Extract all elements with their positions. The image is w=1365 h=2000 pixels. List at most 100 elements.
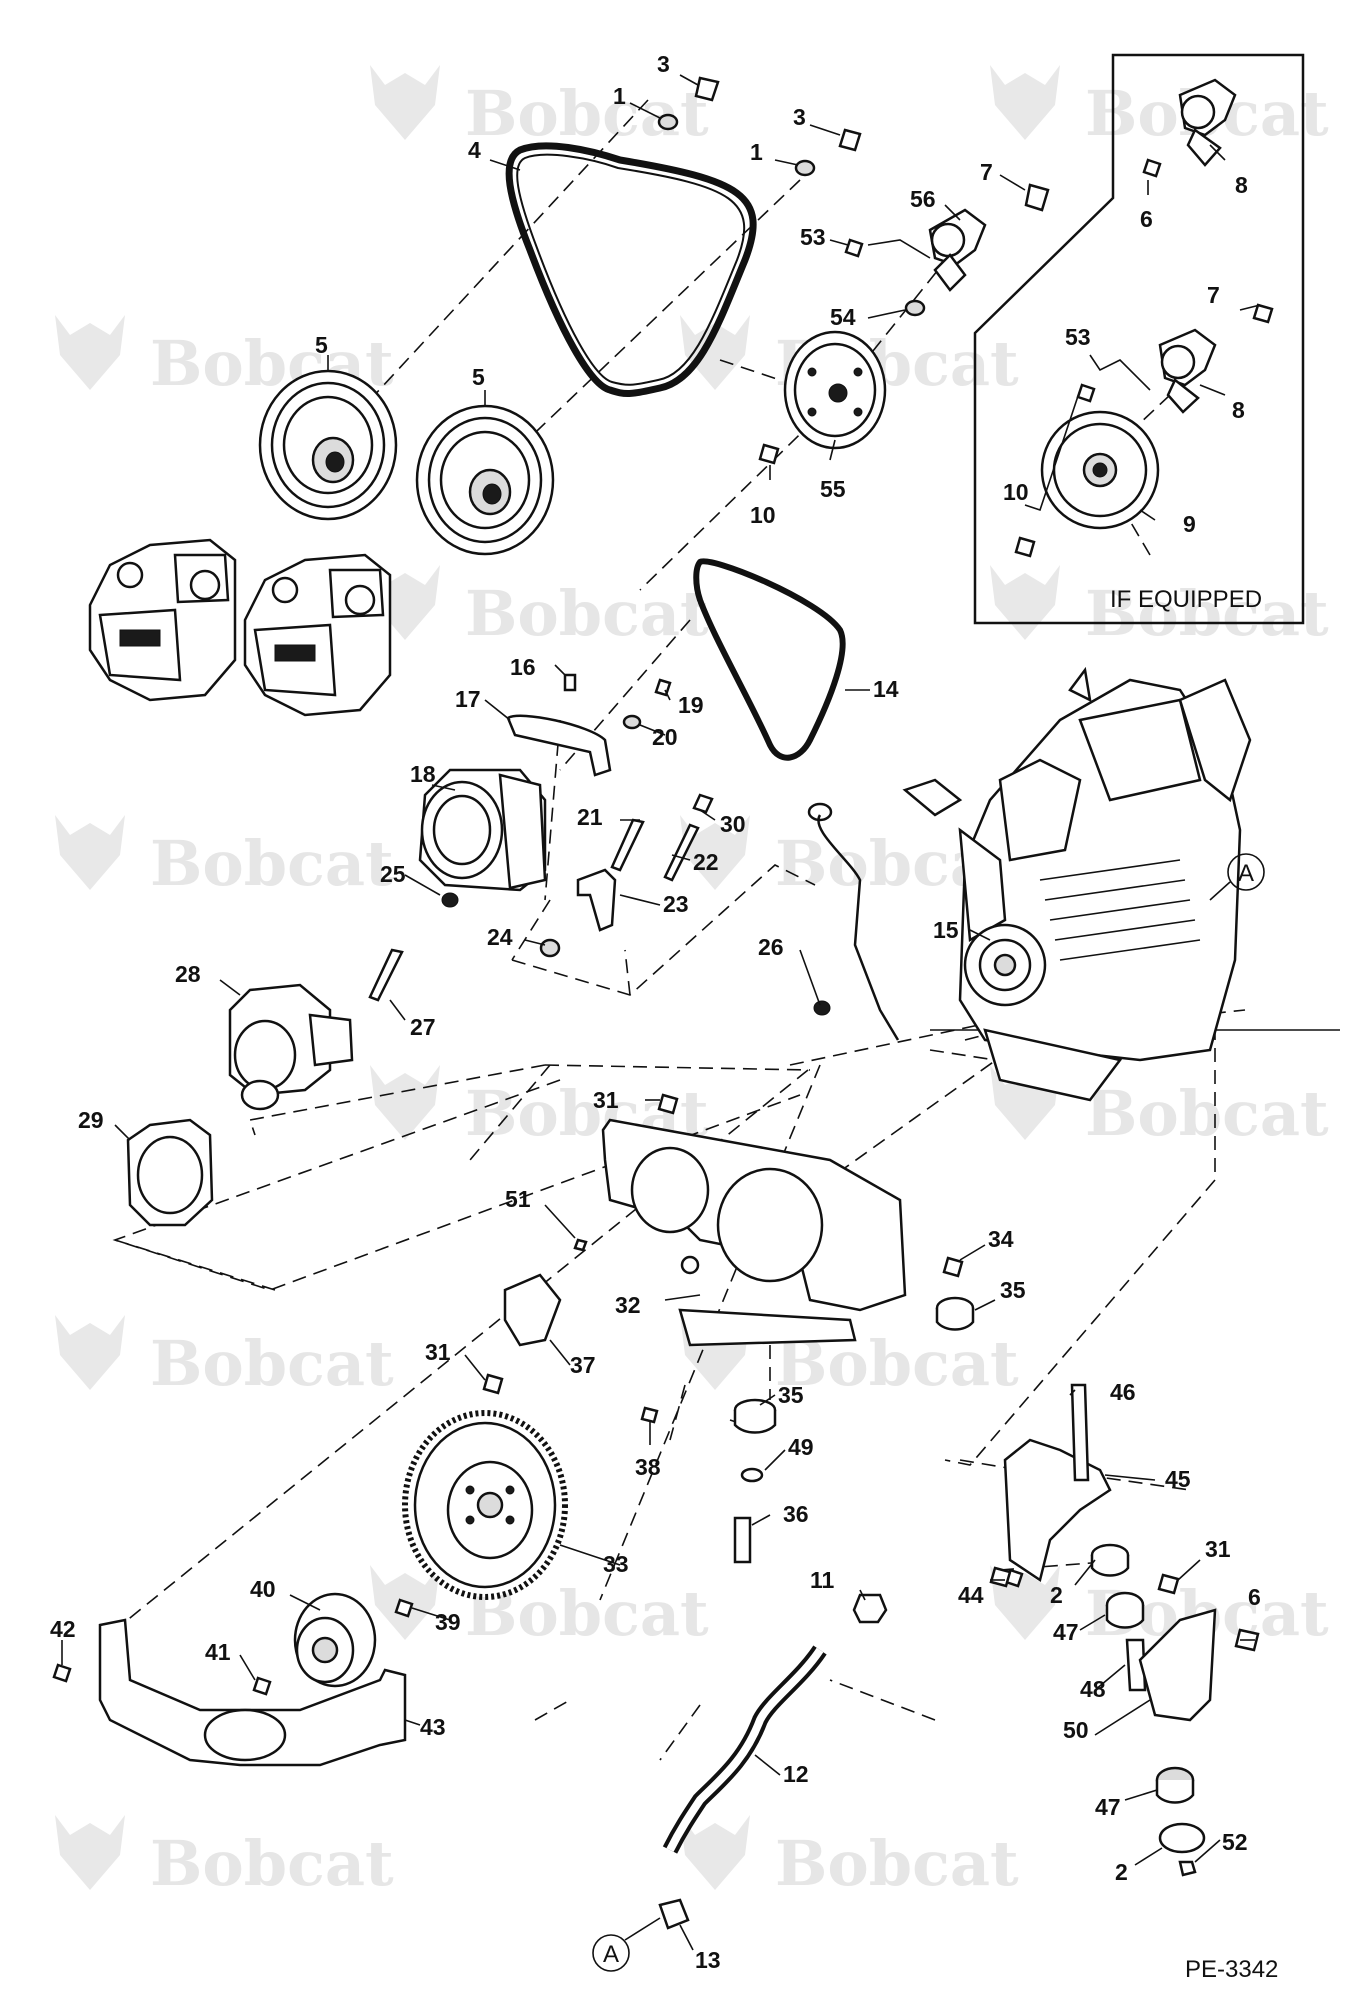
callout-7: 7 [1207, 282, 1220, 308]
reference-marker-a-top [1227, 853, 1265, 891]
callout-44: 44 [958, 1582, 984, 1608]
idler-pulley-9 [1040, 410, 1160, 530]
callout-1: 1 [613, 83, 626, 109]
hose-clamp-13 [658, 1898, 690, 1930]
callout-21: 21 [577, 804, 603, 830]
callout-39: 39 [435, 1609, 461, 1635]
callout-12: 12 [783, 1761, 809, 1787]
callout-54: 54 [830, 304, 856, 330]
fasteners-plate [482, 1093, 964, 1564]
callout-22: 22 [693, 849, 719, 875]
callout-36: 36 [783, 1501, 809, 1527]
callout-30: 30 [720, 811, 746, 837]
hose-nut-11 [852, 1593, 888, 1624]
coupler-40 [293, 1592, 377, 1688]
callout-23: 23 [663, 891, 689, 917]
callout-53: 53 [800, 224, 826, 250]
callout-2: 2 [1115, 1859, 1128, 1885]
mount-35a [935, 1296, 975, 1331]
callout-45: 45 [1165, 1466, 1191, 1492]
callout-31: 31 [425, 1339, 451, 1365]
callout-16: 16 [510, 654, 536, 680]
callout-34: 34 [988, 1226, 1014, 1252]
washer-49 [740, 1467, 764, 1483]
pulley-left [258, 369, 398, 521]
callout-51: 51 [505, 1186, 531, 1212]
callout-8: 8 [1235, 172, 1248, 198]
callout-11: 11 [810, 1567, 835, 1593]
fasteners-alternator [441, 673, 831, 1016]
mount-bolt-44 [989, 1566, 1012, 1588]
pulley-right [415, 404, 555, 556]
leader-lines [61, 74, 1261, 1951]
tensioner-8-bottom [1158, 328, 1217, 414]
callout-41: 41 [205, 1639, 231, 1665]
callout-19: 19 [678, 692, 704, 718]
callout-33: 33 [603, 1551, 629, 1577]
callout-31: 31 [1205, 1536, 1231, 1562]
drive-belt-14 [693, 558, 846, 761]
watermark-text: Bobcat [465, 577, 709, 650]
isolator-stack [1090, 1543, 1260, 1877]
callout-55: 55 [820, 476, 846, 502]
diagram-code: PE-3342 [1185, 1956, 1278, 1983]
callout-43: 43 [420, 1714, 446, 1740]
watermark-text: Bobcat [150, 827, 394, 900]
engine-plate-32 [601, 1118, 907, 1347]
callout-10: 10 [750, 502, 776, 528]
if-equipped-label: IF EQUIPPED [1110, 586, 1262, 613]
callout-10: 10 [1003, 479, 1029, 505]
reference-marker-a-bottom [592, 1934, 630, 1972]
callout-27: 27 [410, 1014, 436, 1040]
watermark-text: Bobcat [1085, 577, 1329, 650]
callout-24: 24 [487, 924, 513, 950]
callout-3: 3 [793, 104, 806, 130]
callout-48: 48 [1080, 1676, 1106, 1702]
callout-40: 40 [250, 1576, 276, 1602]
hydraulic-pump-left [88, 538, 237, 702]
if-equipped-frame [973, 53, 1305, 625]
callout-1: 1 [750, 139, 763, 165]
callout-38: 38 [635, 1454, 661, 1480]
callout-4: 4 [468, 137, 481, 163]
callout-28: 28 [175, 961, 201, 987]
callout-46: 46 [1110, 1379, 1136, 1405]
callout-53: 53 [1065, 324, 1091, 350]
callout-29: 29 [78, 1107, 104, 1133]
callout-49: 49 [788, 1434, 814, 1460]
tensioner-56 [928, 208, 987, 292]
callout-2: 2 [1050, 1582, 1063, 1608]
engine-plate-bracket-37 [503, 1273, 562, 1347]
callout-13: 13 [695, 1947, 721, 1973]
callout-5: 5 [472, 364, 485, 390]
starter-spacer-29 [126, 1118, 214, 1227]
flywheel-33 [402, 1410, 568, 1600]
callout-35: 35 [1000, 1277, 1026, 1303]
callout-17: 17 [455, 686, 481, 712]
mount-bolt-46 [1070, 1383, 1090, 1482]
callout-52: 52 [1222, 1829, 1248, 1855]
callout-14: 14 [873, 676, 899, 702]
callout-35: 35 [778, 1382, 804, 1408]
callout-7: 7 [980, 159, 993, 185]
dipstick [817, 814, 900, 1041]
callout-26: 26 [758, 934, 784, 960]
callout-47: 47 [1095, 1794, 1121, 1820]
callout-56: 56 [910, 186, 936, 212]
callout-32: 32 [615, 1292, 641, 1318]
callout-6: 6 [1140, 206, 1153, 232]
mount-35b [733, 1398, 777, 1434]
callout-25: 25 [380, 861, 406, 887]
fasteners-top [657, 76, 1274, 558]
callout-numbers: 3 1 3 1 4 7 56 53 54 5 5 55 10 8 6 7 53 … [50, 51, 1261, 1973]
alternator-18 [418, 768, 547, 892]
reference-marker-a-top-text: A [1238, 860, 1254, 887]
callout-8: 8 [1232, 397, 1245, 423]
watermark-text: Bobcat [150, 1327, 394, 1400]
callout-15: 15 [933, 917, 959, 943]
watermark-text: Bobcat [150, 1827, 394, 1900]
callout-37: 37 [570, 1352, 596, 1378]
callout-20: 20 [652, 724, 678, 750]
hydraulic-pump-right [243, 553, 392, 717]
